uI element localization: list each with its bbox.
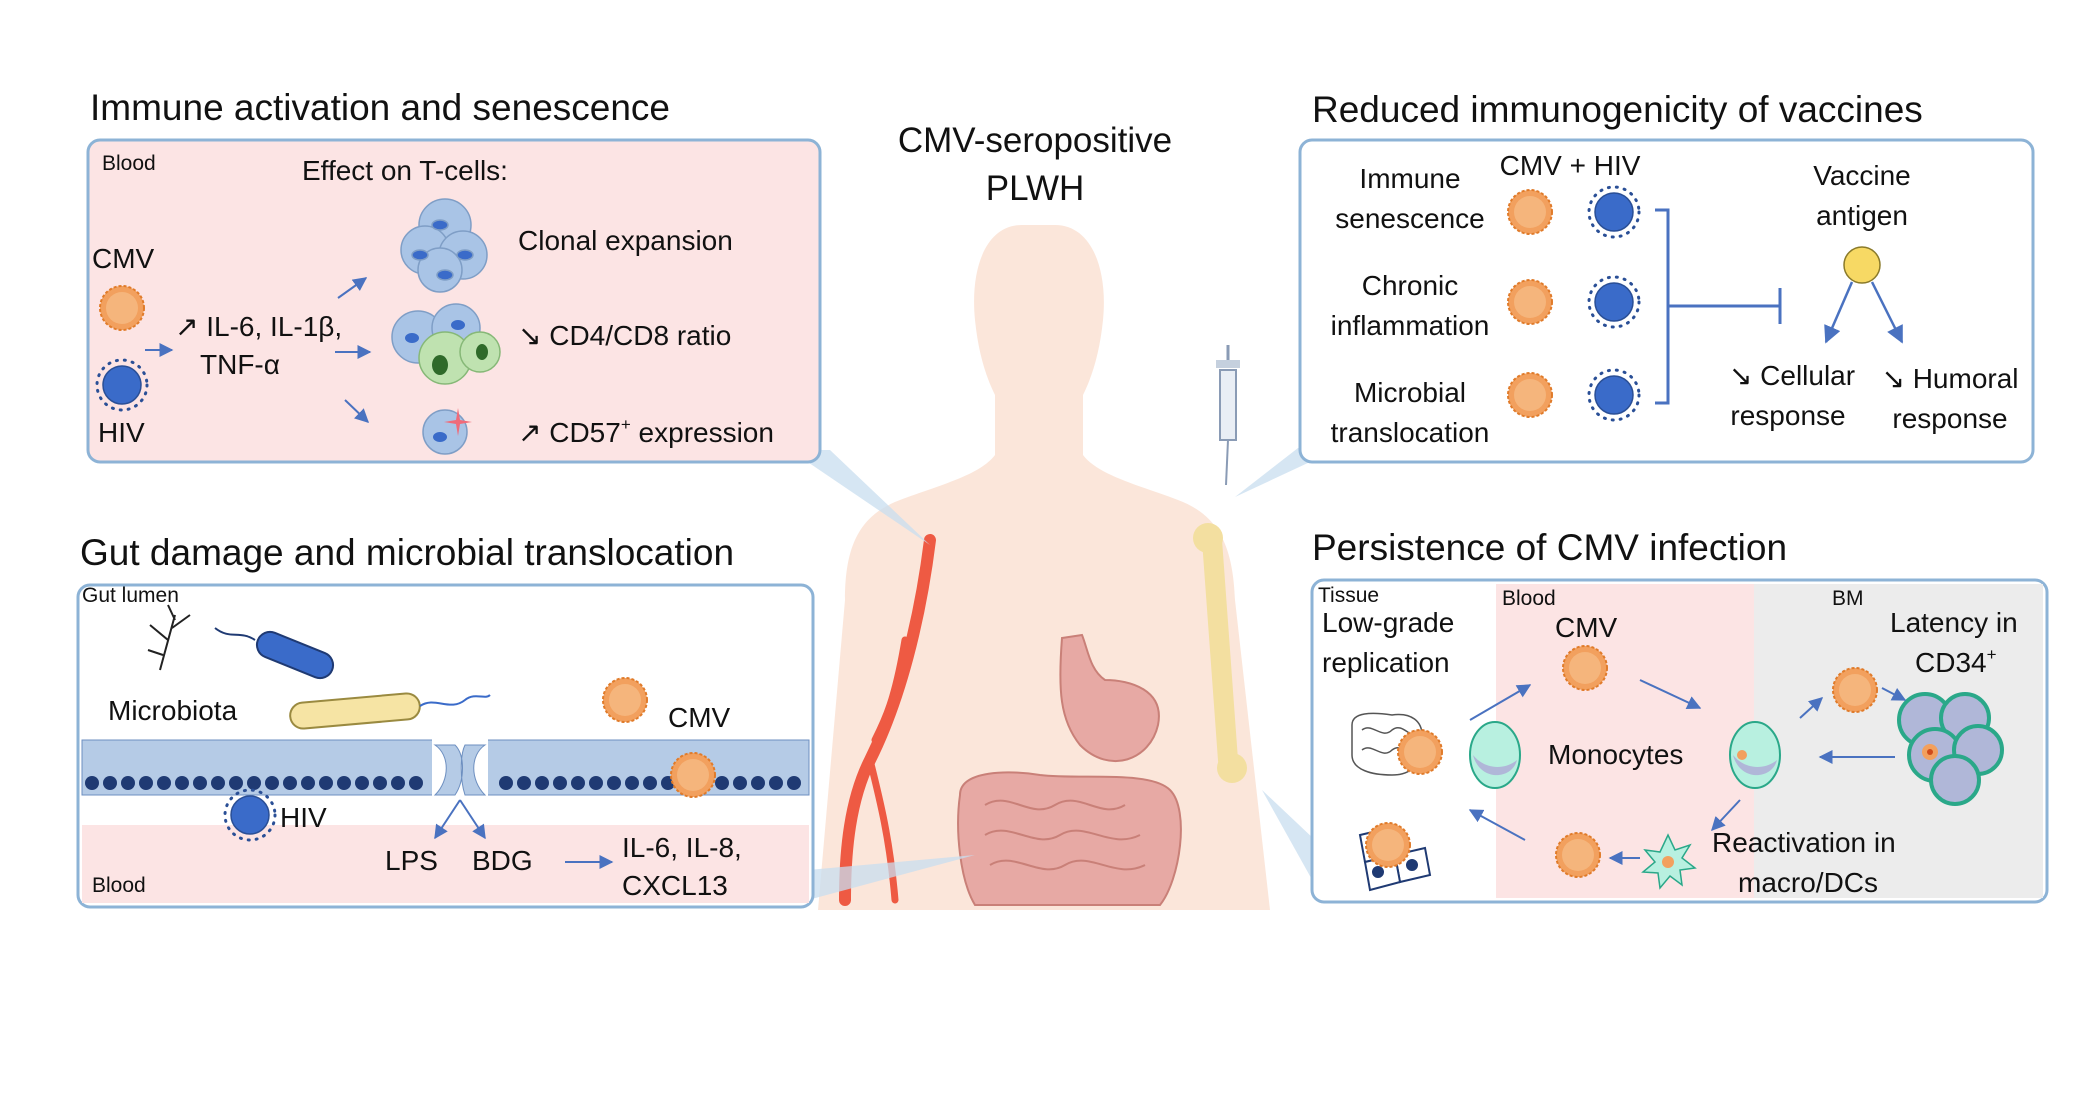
lps-label: LPS <box>385 845 438 876</box>
monocytes-label: Monocytes <box>1548 739 1683 770</box>
cellular-response-line2: response <box>1730 400 1845 431</box>
arrow <box>344 399 370 423</box>
cmv-virus-icon <box>1555 832 1601 878</box>
panel-title: Immune activation and senescence <box>90 87 670 128</box>
cmv-label: CMV <box>92 243 155 274</box>
antigen-icon <box>1843 246 1881 284</box>
low-grade-line1: Low-grade <box>1322 607 1454 638</box>
cmv-virus-icon <box>602 677 648 723</box>
cytokines-line1: IL-6, IL-8, <box>622 832 742 863</box>
reactivation-line2: macro/DCs <box>1738 867 1878 898</box>
latency-line2: CD34+ <box>1915 645 1997 678</box>
cmv-virus-icon <box>1397 729 1443 775</box>
cmv-virus-icon <box>670 752 716 798</box>
blood-vessel <box>839 534 936 906</box>
monocyte-icon <box>1729 721 1781 789</box>
cmv-hiv-label: CMV + HIV <box>1500 150 1641 181</box>
arrow <box>1799 697 1824 719</box>
bacterium-icon <box>289 692 491 730</box>
blood-region <box>1496 584 1754 898</box>
panel-frame <box>86 138 822 464</box>
cmv-virus-icon <box>1562 645 1608 691</box>
bdg-label: BDG <box>472 845 533 876</box>
microbiota-label: Microbiota <box>108 695 238 726</box>
blood-label: Blood <box>1502 587 1556 610</box>
microbiota-fungus-icon <box>147 604 191 671</box>
syringe-icon <box>1216 345 1240 486</box>
microbial-translocation-line2: translocation <box>1331 417 1490 448</box>
panel-title: Gut damage and microbial translocation <box>80 532 734 573</box>
cmv-label: CMV <box>668 702 731 733</box>
vaccine-antigen-line1: Vaccine <box>1813 160 1911 191</box>
gut-lumen-label: Gut lumen <box>82 584 179 607</box>
cmv-virus-icon <box>1365 822 1411 868</box>
latency-line1: Latency in <box>1890 607 2018 638</box>
cellular-response-line1: ↘ Cellular <box>1729 360 1855 391</box>
cd57-label: ↗ CD57+ expression <box>518 415 774 448</box>
panel-vaccine-immunogenicity: Reduced immunogenicity of vaccines Immun… <box>1298 89 2035 464</box>
vaccine-antigen-line2: antigen <box>1816 200 1908 231</box>
blood-label: Blood <box>92 874 146 897</box>
microbial-translocation-line1: Microbial <box>1354 377 1466 408</box>
cd4-cd8-cells-icon <box>391 303 501 385</box>
panel-title: Persistence of CMV infection <box>1312 527 1787 568</box>
humoral-response-line1: ↘ Humoral <box>1881 363 2018 394</box>
bracket <box>1655 208 1782 405</box>
center-title-line1: CMV-seropositive <box>898 121 1172 160</box>
arrow <box>1468 809 1526 841</box>
cytokines-line2: CXCL13 <box>622 870 728 901</box>
chronic-inflammation-line2: inflammation <box>1331 310 1490 341</box>
bm-label: BM <box>1832 587 1864 610</box>
clonal-expansion-label: Clonal expansion <box>518 225 733 256</box>
chronic-inflammation-line1: Chronic <box>1362 270 1458 301</box>
clonal-cells-icon <box>400 198 488 293</box>
macrophage-icon <box>1641 833 1697 890</box>
blood-label: Blood <box>102 152 156 175</box>
arrow <box>1469 684 1532 721</box>
cmv-virus-icon <box>1507 372 1553 418</box>
hiv-label: HIV <box>98 417 145 448</box>
monocyte-icon <box>1469 721 1521 789</box>
hiv-label: HIV <box>280 802 327 833</box>
panel-gut-damage: Gut damage and microbial translocation G… <box>76 532 815 909</box>
arrow <box>1881 687 1907 701</box>
panel-cmv-persistence: Persistence of CMV infection Tissue Bloo… <box>1310 527 2049 904</box>
arrow <box>1711 799 1741 832</box>
arrow <box>1824 281 1854 344</box>
arrow <box>1870 281 1904 344</box>
cd57-cell-icon <box>422 408 472 455</box>
intestines <box>957 771 1182 906</box>
humoral-response-line2: response <box>1892 403 2007 434</box>
panel-immune-activation: Immune activation and senescence Blood E… <box>86 87 822 464</box>
arrow <box>434 799 461 840</box>
body-silhouette <box>818 225 1270 910</box>
stomach <box>1059 633 1160 762</box>
cmv-virus-icon <box>1832 667 1878 713</box>
center-title-line2: PLWH <box>986 169 1085 208</box>
immune-senescence-line2: senescence <box>1335 203 1484 234</box>
cmv-virus-icon <box>99 285 145 331</box>
cytokines-line2: TNF-α <box>200 349 280 380</box>
bacterium-icon <box>214 627 335 680</box>
effect-label: Effect on T-cells: <box>302 155 508 186</box>
cmv-virus-icon <box>1507 189 1553 235</box>
immune-senescence-line1: Immune <box>1359 163 1460 194</box>
cytokines-line1: ↗ IL-6, IL-1β, <box>175 311 342 342</box>
cd34-cells-icon <box>1897 692 2004 806</box>
cmv-virus-icon <box>1507 279 1553 325</box>
arrow <box>1639 679 1702 710</box>
cd4-cd8-ratio-label: ↘ CD4/CD8 ratio <box>518 320 731 351</box>
arm-bone <box>1193 523 1247 783</box>
tissue-label: Tissue <box>1318 584 1379 607</box>
arrow <box>337 277 368 299</box>
low-grade-line2: replication <box>1322 647 1450 678</box>
panel-title: Reduced immunogenicity of vaccines <box>1312 89 1923 130</box>
cmv-label: CMV <box>1555 612 1618 643</box>
reactivation-line1: Reactivation in <box>1712 827 1896 858</box>
arrow <box>459 799 486 840</box>
